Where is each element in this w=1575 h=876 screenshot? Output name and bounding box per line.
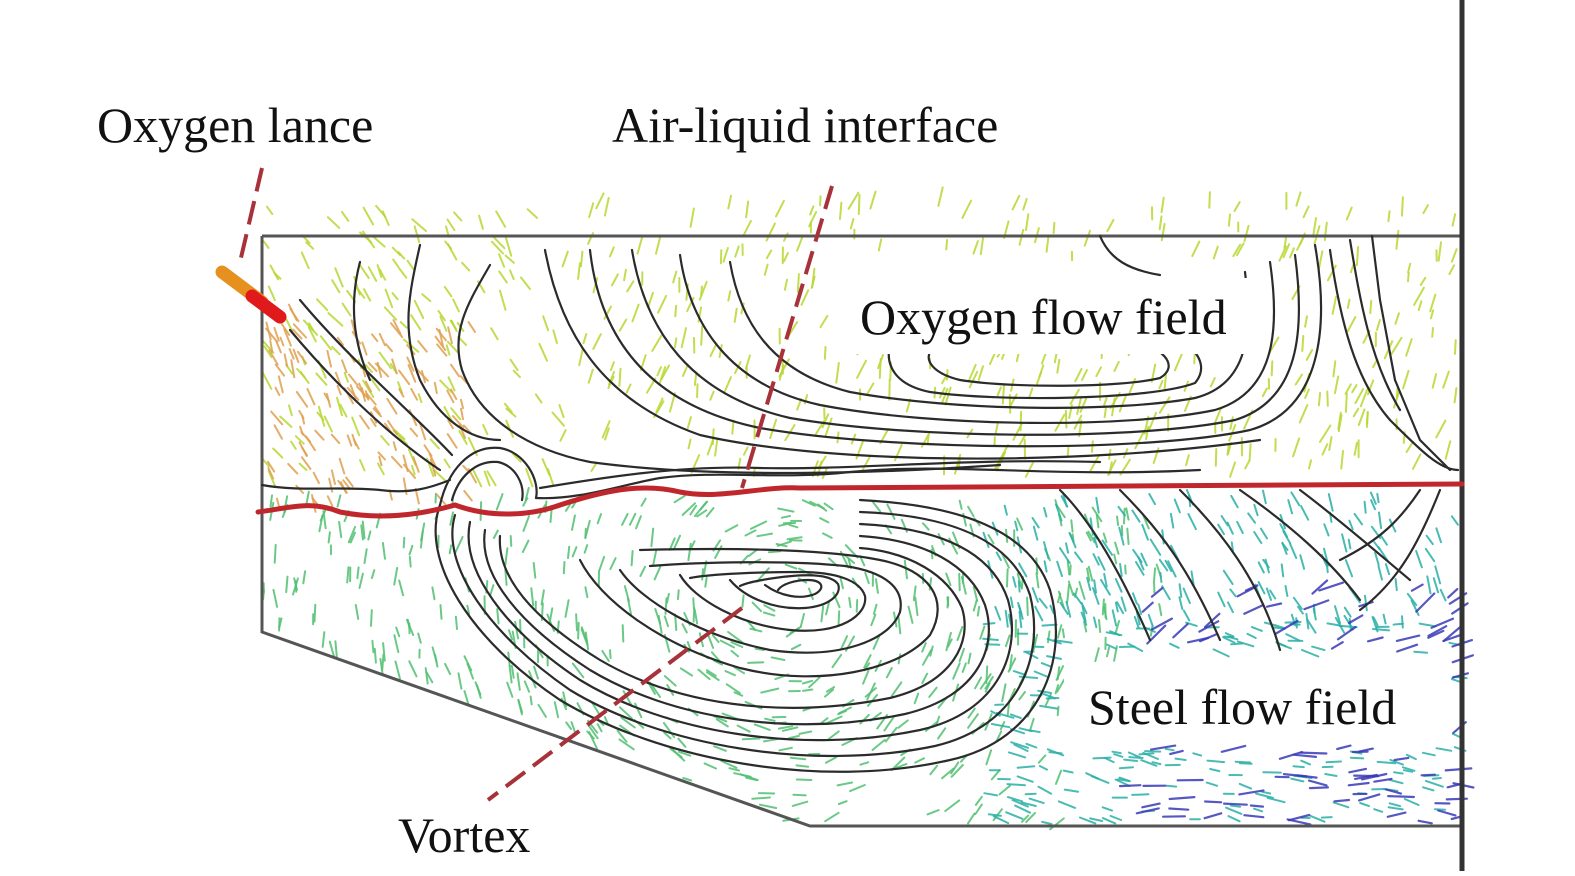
vortex-label: Vortex — [398, 810, 530, 860]
interface-label: Air-liquid interface — [612, 100, 998, 150]
oxygen-lance-icon — [222, 272, 280, 317]
interface-leader — [742, 186, 832, 488]
oxygen-lance-label: Oxygen lance — [97, 100, 373, 150]
oxygen-lance-leader — [240, 168, 262, 262]
steel-flow-field-label: Steel flow field — [1064, 668, 1420, 744]
oxygen-flow-field-label: Oxygen flow field — [836, 278, 1251, 354]
